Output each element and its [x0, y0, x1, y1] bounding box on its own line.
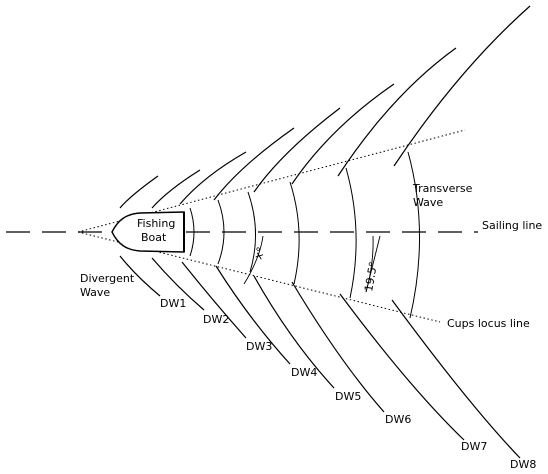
divergent-wave-crest-lower [391, 299, 521, 459]
divergent-wave-crest-upper [337, 47, 457, 177]
transverse-wave-crest [289, 181, 300, 285]
dw-label: DW4 [291, 366, 317, 379]
dw-label: DW8 [510, 458, 536, 471]
transverse-wave-crest [247, 191, 256, 273]
divergent-waves-upper [119, 5, 531, 209]
transverse-wave-label-line1: Transverse [412, 182, 473, 195]
angle-cusp-line [365, 235, 381, 293]
transverse-wave-crest [189, 207, 195, 257]
transverse-waves [189, 151, 420, 319]
divergent-wave-crest-upper [393, 5, 531, 167]
transverse-wave-crest [345, 167, 357, 299]
divergent-wave-crest-lower [253, 275, 335, 389]
dw-label: DW1 [160, 297, 186, 310]
divergent-waves-lower [119, 255, 521, 459]
divergent-wave-crest-lower [215, 265, 291, 365]
divergent-wave-crest-upper [151, 169, 201, 209]
transverse-wave-crest [407, 151, 420, 319]
dw-label: DW3 [246, 340, 272, 353]
fishing-boat-label-line1: Fishing [137, 217, 175, 230]
sailing-line-label: Sailing line [482, 219, 542, 232]
divergent-wave-crest-upper [179, 151, 247, 205]
divergent-wave-crest-upper [213, 127, 295, 201]
divergent-wave-crest-lower [151, 257, 205, 311]
transverse-wave-crest [217, 199, 225, 265]
divergent-wave-crest-upper [291, 83, 395, 185]
angle-cusp-label: 19.5° [362, 261, 380, 293]
fishing-boat-label-line2: Boat [141, 231, 167, 244]
divergent-wave-crest-upper [253, 107, 341, 193]
angle-x-arc [243, 235, 264, 285]
dw-label: DW2 [203, 313, 229, 326]
cups-locus-line-label: Cups locus line [447, 317, 530, 330]
divergent-wave-label-line2: Wave [80, 286, 110, 299]
dw-label: DW7 [461, 440, 487, 453]
dw-label: DW6 [385, 413, 411, 426]
transverse-wave-label-line2: Wave [413, 196, 443, 209]
divergent-wave-crest-lower [119, 255, 161, 297]
divergent-wave-label-line1: Divergent [80, 272, 135, 285]
divergent-wave-crest-lower [291, 281, 385, 413]
divergent-wave-crest-lower [339, 293, 465, 441]
dw-label: DW5 [335, 390, 361, 403]
cusp-locus-line-upper [77, 129, 466, 233]
angle-x-label: x° [252, 245, 268, 261]
divergent-wave-crest-upper [119, 175, 159, 209]
divergent-wave-crest-lower [181, 261, 247, 339]
